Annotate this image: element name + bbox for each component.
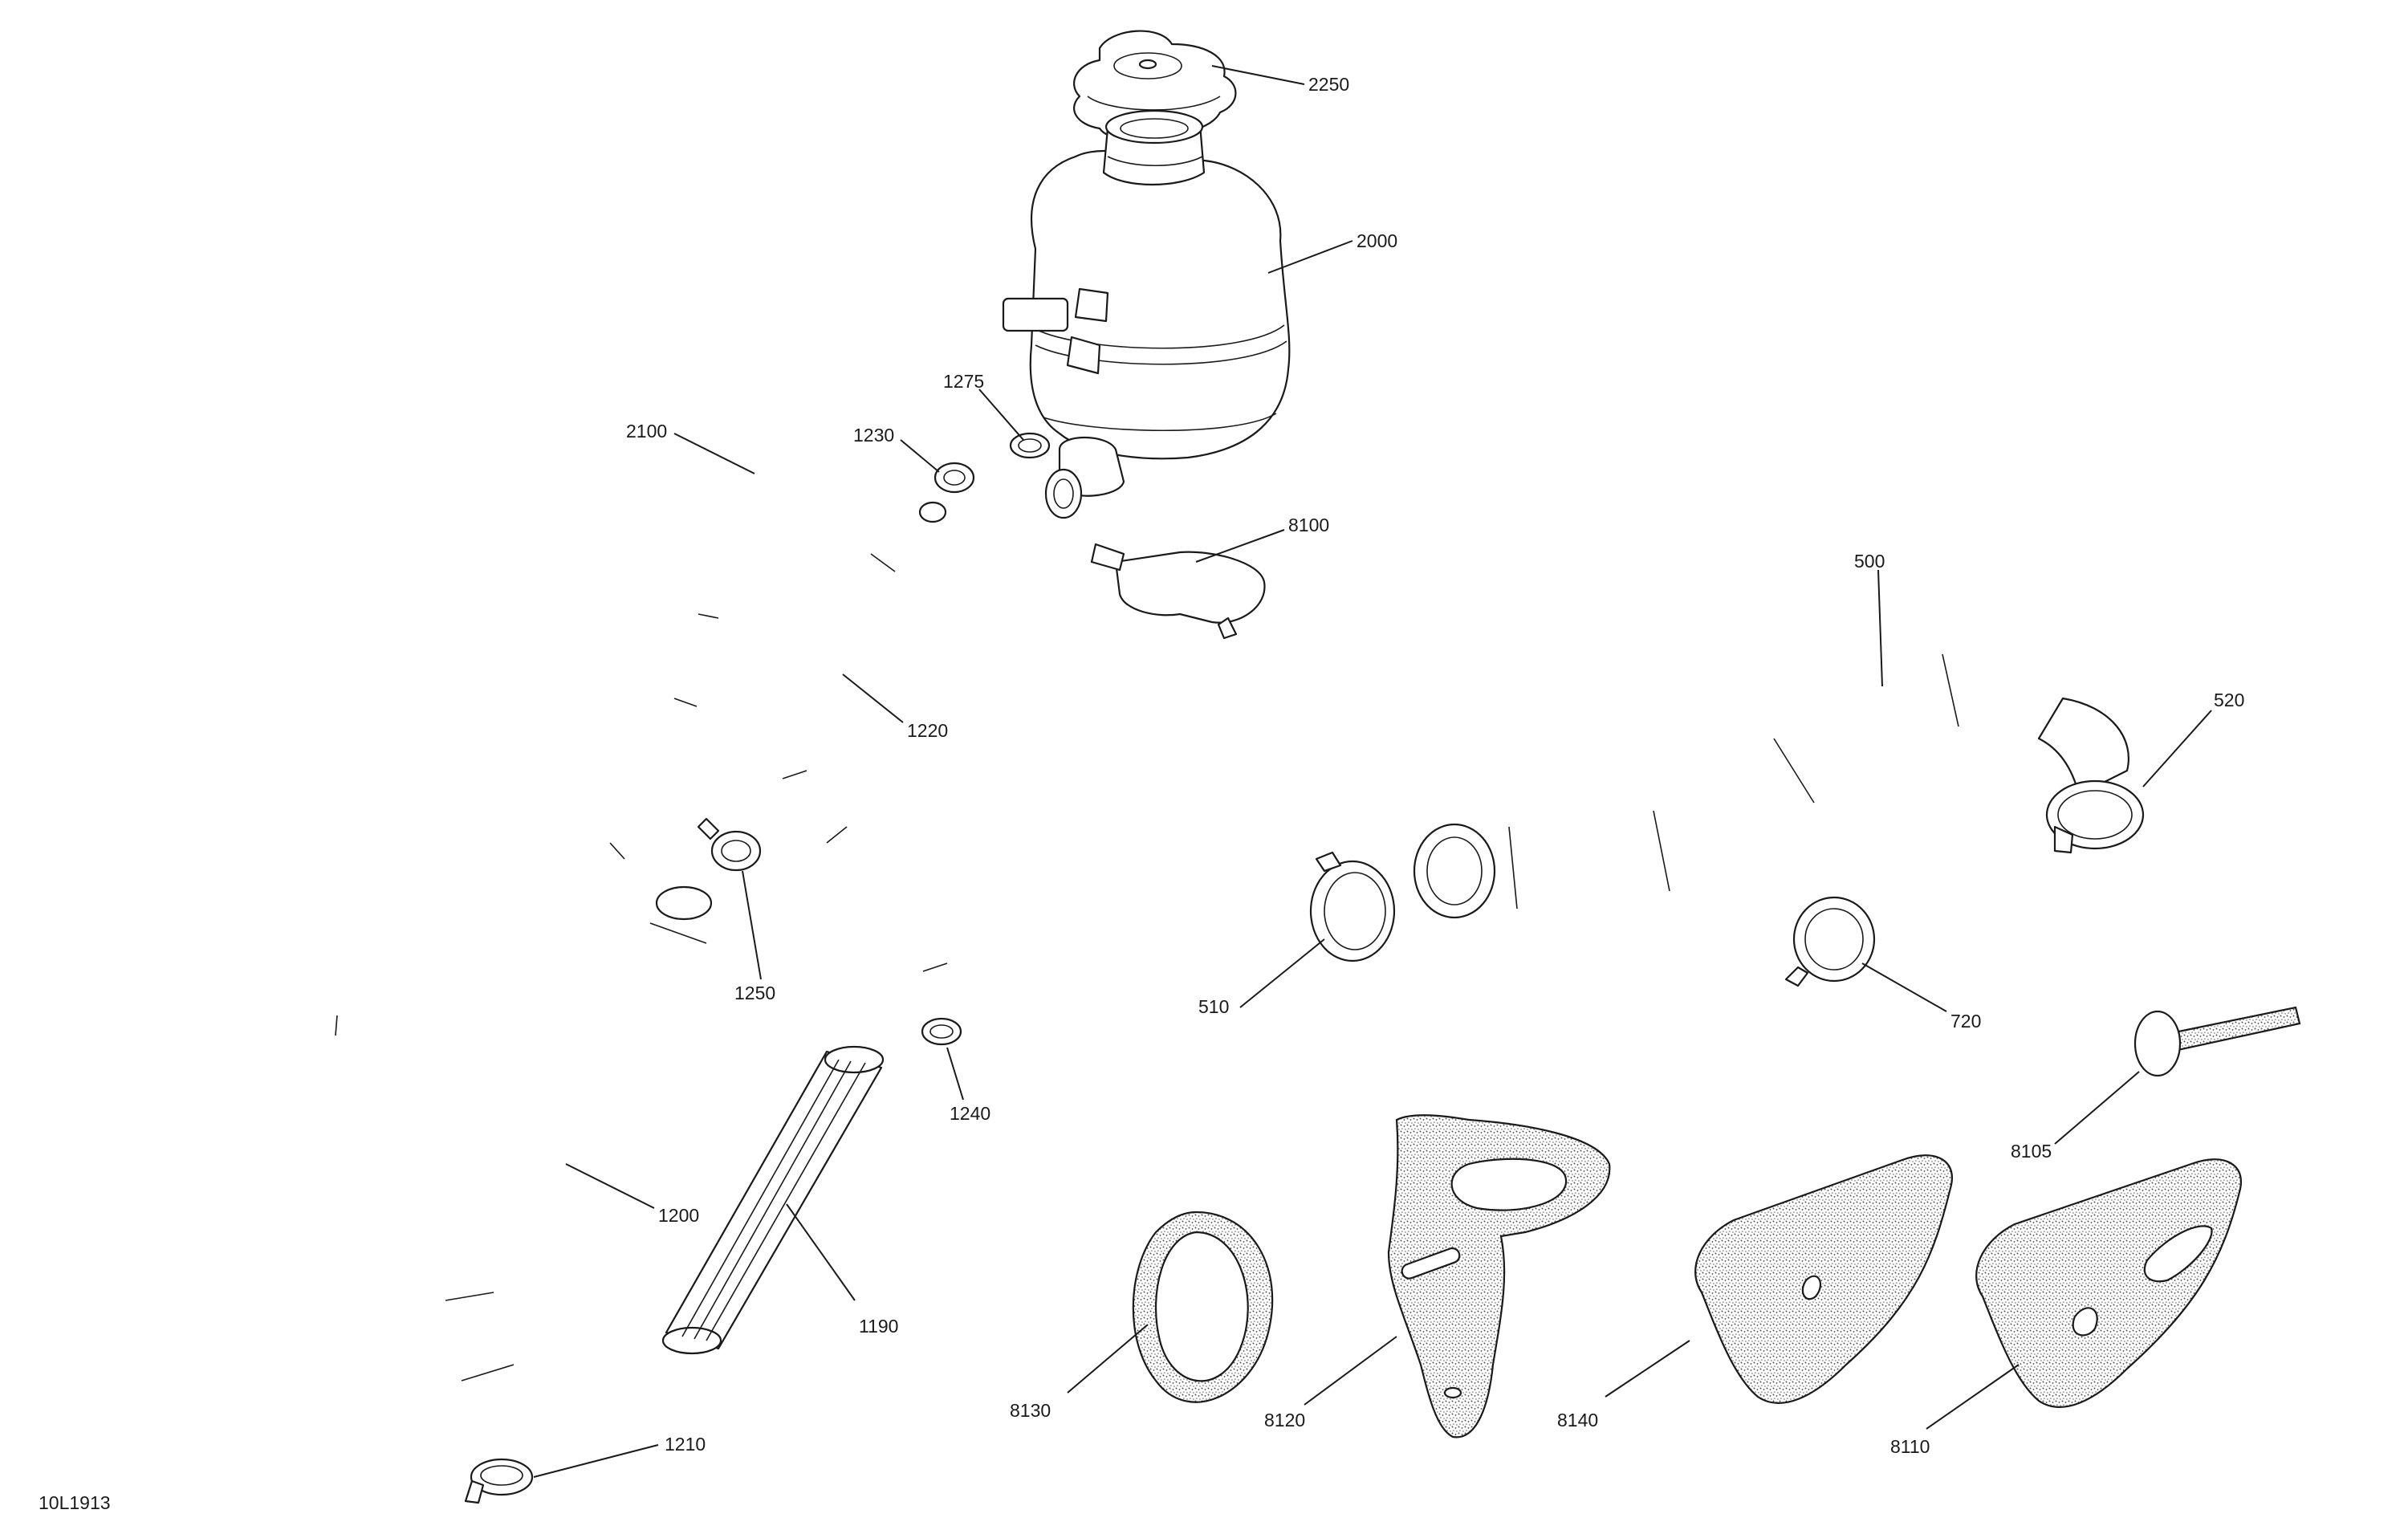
callout-8120: 8120 (1264, 1410, 1305, 1430)
part-sleeve-1190 (661, 1045, 885, 1355)
callout-720: 720 (1950, 1011, 1981, 1032)
part-expansion-tank (1002, 109, 1291, 519)
callout-8130: 8130 (1010, 1400, 1051, 1421)
callout-510: 510 (1198, 996, 1229, 1017)
callout-8100: 8100 (1288, 515, 1329, 535)
part-gasket-ring-8130 (1132, 1211, 1274, 1403)
part-clamp-1240 (921, 1017, 962, 1046)
callout-8140: 8140 (1557, 1410, 1598, 1430)
part-clamp-1275 (1009, 432, 1051, 459)
part-clamp-1250 (697, 817, 762, 872)
part-clamp-510 (1309, 851, 1396, 962)
part-pad-8140 (1694, 1154, 1953, 1404)
callout-2000: 2000 (1357, 230, 1397, 251)
callout-1250: 1250 (734, 983, 775, 1003)
callout-8110: 8110 (1890, 1436, 1930, 1457)
part-hose-1200 (439, 885, 713, 1460)
drawing-reference-code: 10L1913 (39, 1492, 111, 1513)
callout-8105: 8105 (2011, 1141, 2052, 1162)
callout-500: 500 (1854, 551, 1885, 572)
callout-1240: 1240 (950, 1103, 990, 1124)
callout-1275: 1275 (943, 371, 984, 392)
part-hose-1220 (767, 499, 954, 1014)
callout-520: 520 (2214, 690, 2244, 710)
callout-1220: 1220 (907, 720, 948, 741)
leader-lines (533, 65, 2212, 1478)
callout-1230: 1230 (853, 425, 894, 446)
part-pad-8110 (1975, 1158, 2242, 1408)
part-clamp-720 (1784, 896, 1876, 987)
callout-2100: 2100 (626, 421, 667, 442)
callout-2250: 2250 (1308, 74, 1349, 95)
part-hose-2100 (233, 361, 847, 1060)
callout-labels: 2250 2000 1275 1230 2100 8100 500 520 12… (626, 74, 2244, 1457)
part-hose-500 (1413, 645, 2129, 919)
part-clamp-1210 (464, 1458, 534, 1504)
callout-1210: 1210 (665, 1434, 706, 1455)
part-clamp-1230 (934, 462, 975, 494)
part-bracket-8120 (1387, 1114, 1611, 1439)
part-sensor-8100 (1090, 543, 1266, 640)
callout-1200: 1200 (658, 1205, 699, 1226)
callout-1190: 1190 (859, 1316, 898, 1337)
part-clamp-520 (2045, 779, 2145, 854)
part-push-pin-8105 (2133, 1006, 2301, 1077)
